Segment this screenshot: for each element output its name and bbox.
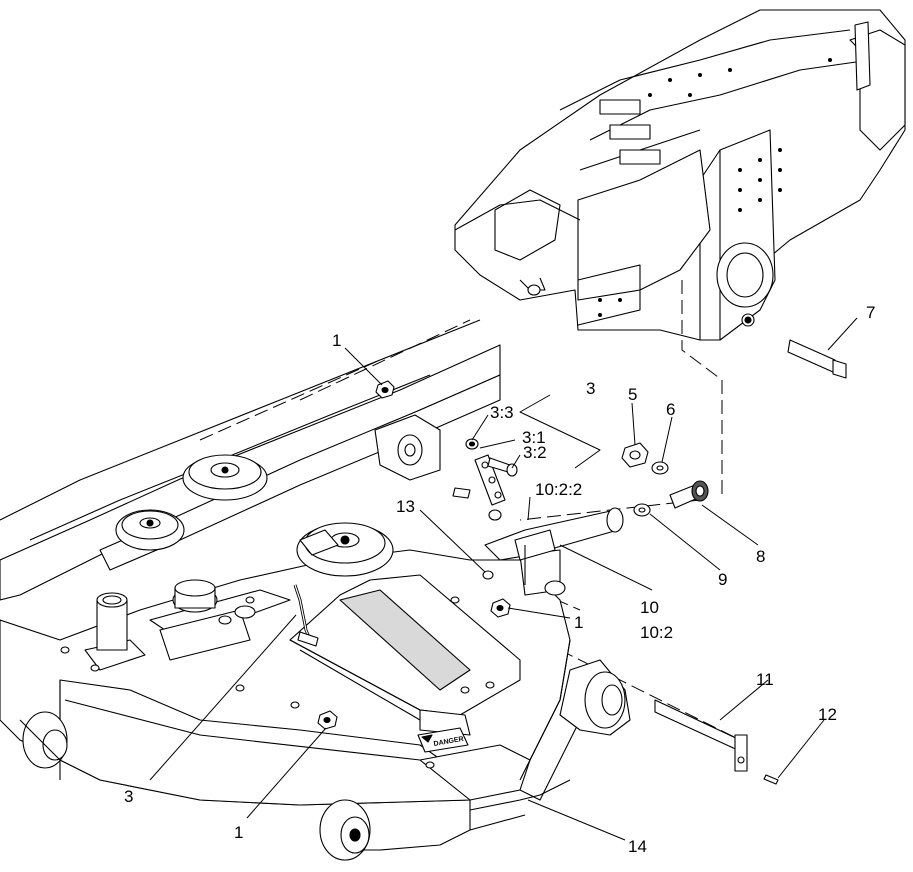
- spindle-assembly: [172, 579, 256, 625]
- bumper-14: [469, 779, 571, 831]
- washer-6: [651, 461, 669, 475]
- deck-hinge-bracket: [374, 414, 441, 481]
- pulley-left-top: [182, 454, 268, 501]
- danger-decal: [417, 727, 469, 753]
- deck-fasteners: [60, 596, 495, 769]
- nut-bracket-lower: [488, 509, 502, 521]
- lift-chain: [293, 584, 319, 647]
- callout-5: 5: [628, 385, 637, 404]
- pulley-center: [296, 522, 394, 577]
- callout-1-mid: 1: [574, 613, 583, 632]
- callout-3-1: 3:1: [522, 428, 546, 447]
- bushing-8: [669, 480, 709, 509]
- pulley-left-bottom: [115, 509, 185, 551]
- callout-1-bottom: 1: [234, 823, 243, 842]
- bolt-7: [787, 339, 847, 379]
- callout-labels: 1 3 3:3 3:1 3:2 5 6 7 8 9 10 10:2 10:2:2…: [124, 303, 875, 856]
- callout-3-top: 3: [586, 379, 595, 398]
- deck-post: [84, 592, 146, 671]
- wheel-left: [19, 711, 68, 780]
- wheel-front: [319, 799, 371, 861]
- nut-1-top: [375, 380, 395, 399]
- callout-3-2: 3:2: [523, 443, 547, 462]
- callout-11: 11: [756, 670, 774, 689]
- callout-12: 12: [818, 705, 837, 724]
- frame-assembly: [454, 9, 906, 341]
- callout-10: 10: [640, 598, 659, 617]
- bolt-bracket-left: [452, 487, 471, 499]
- wheel-right: [559, 659, 631, 736]
- callout-13: 13: [396, 497, 415, 516]
- washer-9: [633, 503, 651, 517]
- callout-9: 9: [718, 570, 727, 589]
- pivot-rod: [654, 699, 779, 785]
- belt-cover: [289, 574, 521, 736]
- callout-3-3: 3:3: [490, 403, 514, 422]
- callout-6: 6: [666, 400, 675, 419]
- nut-13: [482, 570, 494, 580]
- nut-1-bottom: [317, 710, 338, 730]
- callout-3-bottom: 3: [124, 787, 133, 806]
- bracket-plate-3: [474, 454, 506, 506]
- callout-10-2: 10:2: [640, 623, 673, 642]
- nut-1-mid: [490, 598, 511, 618]
- nut-3-3: [465, 438, 479, 450]
- bolt-3-2: [487, 457, 518, 477]
- callout-1-top: 1: [332, 331, 341, 350]
- pivot-arm: [484, 507, 624, 596]
- leader-lines: [149, 317, 858, 841]
- nut-5: [621, 442, 649, 468]
- callout-7: 7: [866, 303, 875, 322]
- callout-14: 14: [628, 837, 647, 856]
- callout-8: 8: [756, 547, 765, 566]
- callout-10-2-2: 10:2:2: [535, 480, 582, 499]
